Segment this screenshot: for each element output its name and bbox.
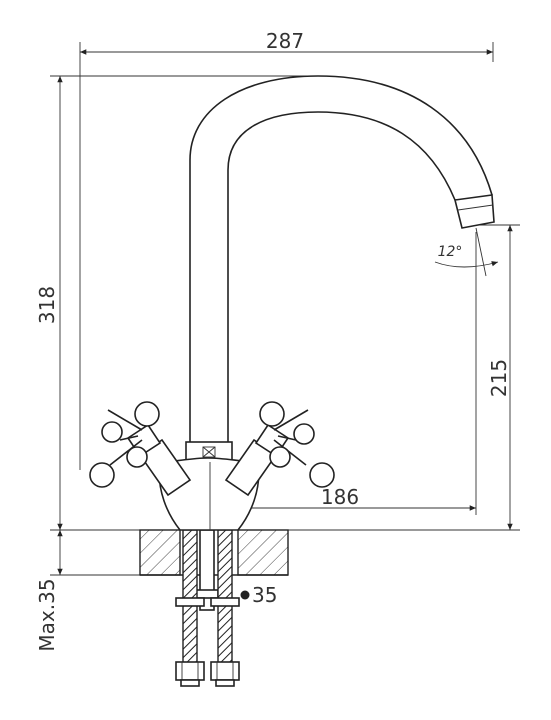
spout-height-dimension: 215 (290, 224, 520, 531)
supply-hoses (175, 529, 240, 687)
aerator (454, 194, 495, 229)
left-cross-handle (89, 401, 192, 497)
max-thickness-dimension: Max.35 (35, 530, 150, 652)
right-cross-handle (224, 401, 335, 497)
width-label: 287 (266, 29, 304, 53)
diameter-symbol (240, 590, 250, 600)
height-dimension: 318 (35, 75, 330, 531)
width-dimension: 287 (79, 29, 494, 470)
reach-label: 186 (321, 485, 359, 509)
spout (189, 75, 495, 445)
spout-height-label: 215 (487, 359, 511, 397)
spout-angle-label: 12° (438, 244, 463, 260)
countertop-section (130, 529, 290, 576)
spout-angle-dimension: 12° (434, 227, 499, 277)
height-label: 318 (35, 286, 59, 324)
max-thickness-label: Max.35 (35, 578, 59, 651)
reach-dimension: 186 (207, 232, 477, 520)
hole-diameter-dimension: 35 (240, 583, 277, 607)
hole-diameter-label: 35 (252, 583, 277, 607)
